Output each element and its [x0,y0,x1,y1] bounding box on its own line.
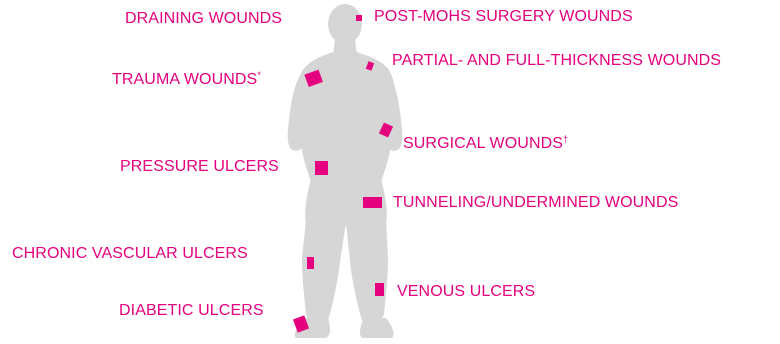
label-pressure-ulcers: PRESSURE ULCERS [120,158,279,176]
label-text: DIABETIC ULCERS [119,302,264,319]
footnote-mark: * [257,70,261,80]
right-foot [360,318,394,338]
label-text: PARTIAL- AND FULL-THICKNESS WOUNDS [392,52,721,69]
marker-venous [375,283,384,296]
marker-tunneling [363,197,382,208]
left-leg [302,220,346,326]
label-text: VENOUS ULCERS [397,283,535,300]
label-diabetic-ulcers: DIABETIC ULCERS [119,302,264,320]
label-post-mohs: POST-MOHS SURGERY WOUNDS [374,8,633,26]
label-surgical-wounds: SURGICAL WOUNDS† [403,135,568,153]
marker-chronic-vascular [307,257,314,269]
label-text: TUNNELING/UNDERMINED WOUNDS [393,194,678,211]
marker-pressure [315,161,328,175]
footnote-mark: † [563,134,568,144]
marker-post-mohs [356,15,362,21]
label-draining-wounds: DRAINING WOUNDS [125,10,282,28]
label-venous-ulcers: VENOUS ULCERS [397,283,535,301]
label-text: SURGICAL WOUNDS [403,135,563,152]
right-leg [346,220,388,326]
label-text: CHRONIC VASCULAR ULCERS [12,245,248,262]
label-text: DRAINING WOUNDS [125,10,282,27]
label-text: POST-MOHS SURGERY WOUNDS [374,8,633,25]
label-tunneling-undermined: TUNNELING/UNDERMINED WOUNDS [393,194,678,212]
label-text: PRESSURE ULCERS [120,158,279,175]
label-partial-full-thickness: PARTIAL- AND FULL-THICKNESS WOUNDS [392,52,721,70]
human-silhouette [288,4,403,338]
label-trauma-wounds: TRAUMA WOUNDS* [112,71,261,89]
label-chronic-vascular-ulcers: CHRONIC VASCULAR ULCERS [12,245,248,263]
label-text: TRAUMA WOUNDS [112,71,257,88]
